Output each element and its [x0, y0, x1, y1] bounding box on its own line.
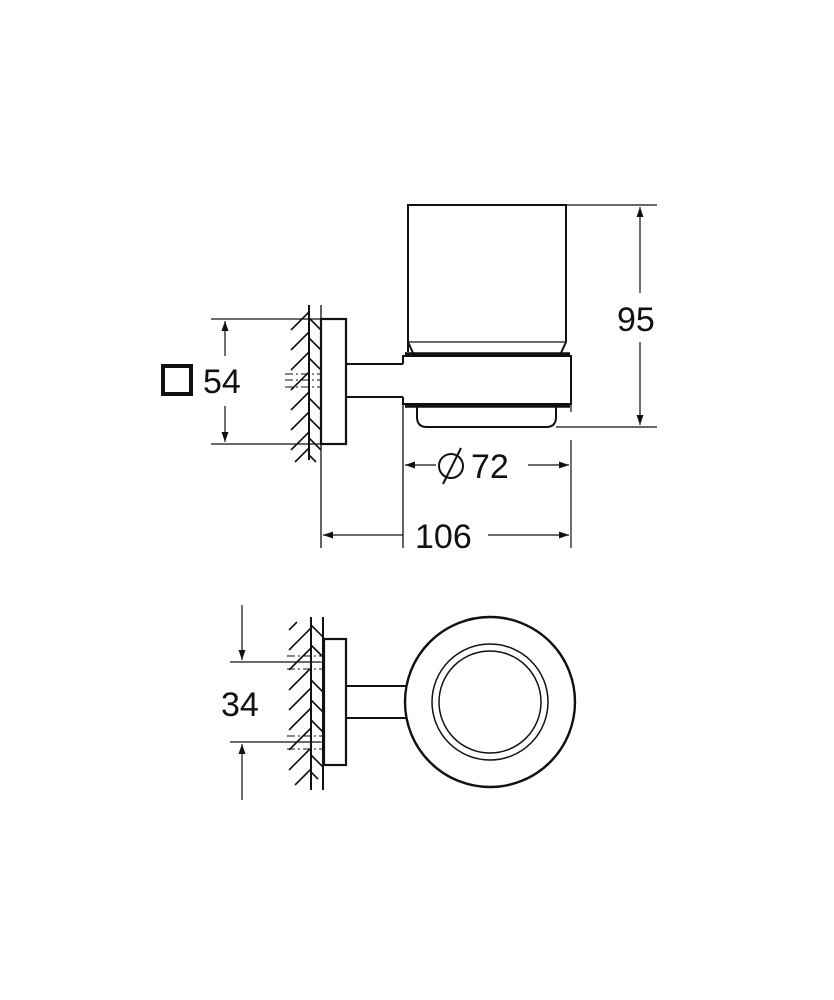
arm	[346, 363, 403, 398]
label-diameter: 72	[471, 448, 509, 486]
dimension-plate-size	[161, 318, 321, 445]
label-hole-spacing: 34	[221, 686, 259, 724]
wall	[285, 305, 322, 548]
base-plate	[319, 317, 348, 446]
diameter-symbol-icon	[438, 447, 464, 485]
glass	[407, 204, 567, 428]
square-symbol-icon	[161, 364, 193, 396]
arm	[346, 685, 406, 719]
wall	[287, 617, 324, 790]
label-plate-size: 54	[203, 363, 241, 401]
dimension-diameter	[405, 440, 572, 548]
dimension-hole-spacing	[230, 605, 320, 800]
dimension-height	[556, 204, 657, 428]
label-projection: 106	[415, 518, 472, 556]
ring-holder	[403, 615, 577, 789]
side-view	[161, 204, 657, 548]
base-plate	[322, 637, 348, 767]
label-height: 95	[617, 301, 655, 339]
ring-holder	[402, 352, 572, 548]
top-view	[230, 605, 577, 800]
